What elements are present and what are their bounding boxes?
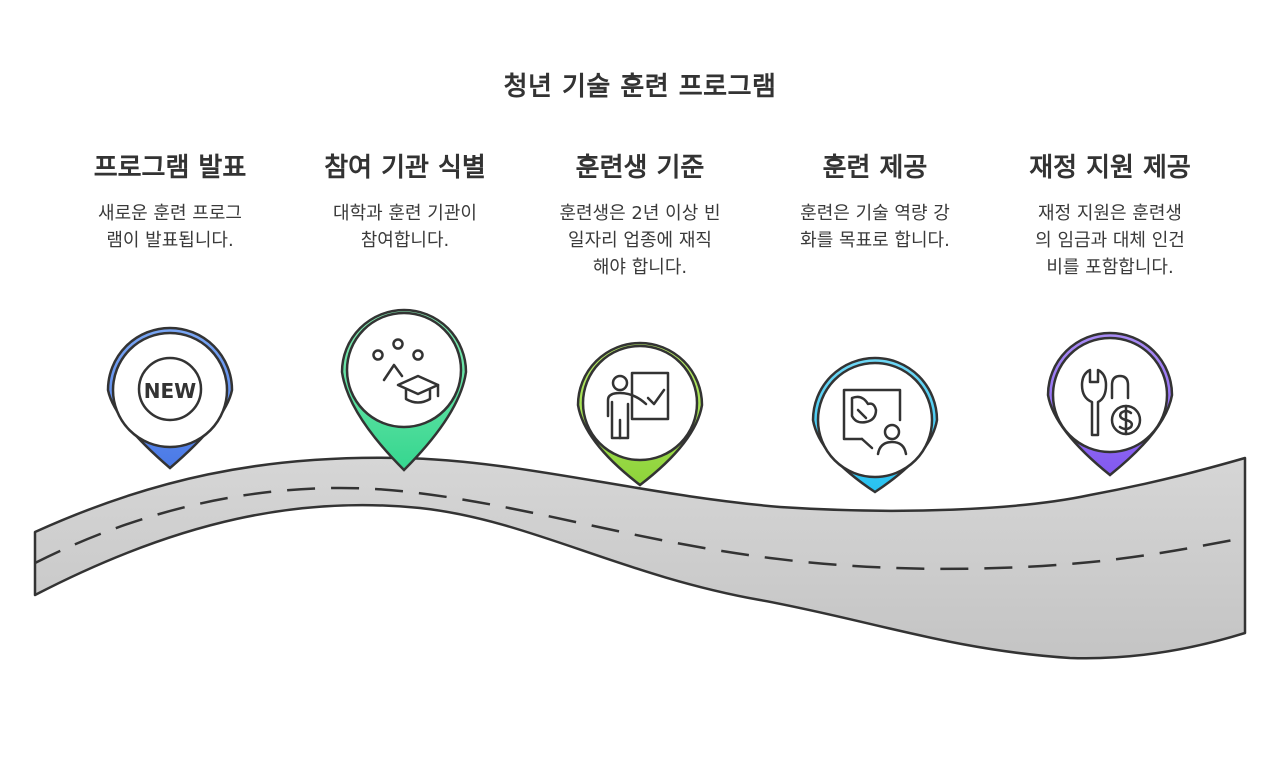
step-title: 참여 기관 식별: [324, 153, 486, 183]
step-title: 재정 지원 제공: [1029, 153, 1191, 183]
step-financial-support: 재정 지원 제공 재정 지원은 훈련생 의 임금과 대체 인건 비를 포함합니다…: [1000, 150, 1220, 281]
step-description: 재정 지원은 훈련생 의 임금과 대체 인건 비를 포함합니다.: [1035, 203, 1185, 278]
road: [33, 456, 1247, 660]
graduation-cap-icon: [372, 338, 440, 404]
map-pin-financial-support: [1046, 331, 1174, 477]
road-center-line: [34, 486, 1246, 571]
trainee-board-icon: [606, 371, 670, 440]
wrench-dollar-icon: [1080, 368, 1142, 437]
step-description: 훈련생은 2년 이상 빈 일자리 업종에 재직 해야 합니다.: [559, 203, 721, 278]
step-description: 대학과 훈련 기관이 참여합니다.: [333, 203, 477, 251]
map-pin-training: [811, 356, 939, 494]
diagram-title: 청년 기술 훈련 프로그램: [503, 72, 777, 102]
map-pin-trainee-criteria: [576, 341, 704, 487]
step-title: 훈련 제공: [822, 153, 928, 183]
step-title: 프로그램 발표: [93, 153, 247, 183]
step-description: 훈련은 기술 역량 강 화를 목표로 합니다.: [800, 203, 950, 251]
new-badge-icon: NEW: [137, 356, 203, 422]
map-pin-announcement: NEW: [106, 326, 234, 470]
new-badge-text: NEW: [144, 379, 196, 403]
step-participating-institutions: 참여 기관 식별 대학과 훈련 기관이 참여합니다.: [295, 150, 515, 254]
presentation-icon: [842, 388, 908, 456]
map-pin-institutions: [340, 308, 468, 472]
step-program-announcement: 프로그램 발표 새로운 훈련 프로그 램이 발표됩니다.: [60, 150, 280, 254]
step-description: 새로운 훈련 프로그 램이 발표됩니다.: [98, 203, 242, 251]
step-training-delivery: 훈련 제공 훈련은 기술 역량 강 화를 목표로 합니다.: [765, 150, 985, 254]
step-trainee-criteria: 훈련생 기준 훈련생은 2년 이상 빈 일자리 업종에 재직 해야 합니다.: [530, 150, 750, 281]
step-title: 훈련생 기준: [575, 153, 705, 183]
